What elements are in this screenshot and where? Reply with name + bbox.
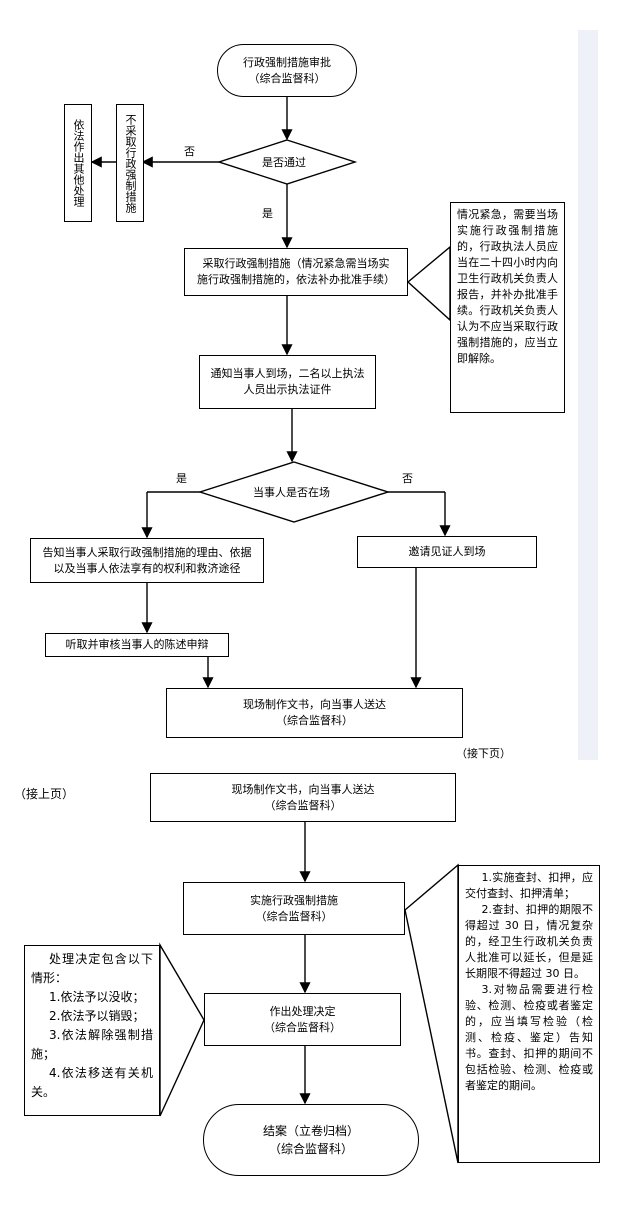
implement-note-1: 1.实施查封、扣押，应交付查封、扣押清单； (465, 871, 593, 900)
start-approval-box: 行政强制措施审批 （综合监督科） (217, 44, 357, 97)
start-line-2: （综合监督科） (248, 71, 326, 85)
take-line-2: 施行政强制措施的，依法补办批准手续） (197, 273, 395, 286)
yes-label-1: 是 (262, 207, 273, 220)
yes-label-2: 是 (176, 472, 187, 485)
make-decision-box: 作出处理决定 （综合监督科） (204, 993, 401, 1046)
decision-notes: 处理决定包含以下情形： 1.依法予以没收； 2.依法予以销毁； 3.依法解除强制… (24, 945, 160, 1116)
decision-notes-title: 处理决定包含以下情形： (31, 952, 153, 985)
no-label-1: 否 (184, 145, 195, 158)
implement-line-1: 实施行政强制措施 (250, 893, 338, 907)
decide-line-1: 作出处理决定 (269, 1004, 336, 1018)
decision-note-3: 3.依法解除强制措施； (31, 1028, 153, 1061)
from-previous-label: （接上页） (14, 787, 75, 801)
make-doc1-line-2: （综合监督科） (276, 714, 353, 727)
implement-line-2: （综合监督科） (255, 909, 333, 923)
make-document-box-1: 现场制作文书，向当事人送达 （综合监督科） (166, 688, 463, 738)
make-doc2-line-1: 现场制作文书，向当事人送达 (231, 782, 375, 796)
decision-note-2: 2.依法予以销毁； (49, 1009, 145, 1023)
take-line-1: 采取行政强制措施（情况紧急需当场实 (202, 257, 390, 270)
emergency-note: 情况紧急，需要当场实施行政强制措施的，行政执法人员应当在二十四小时内向卫生行政机… (450, 202, 565, 413)
inform-party-box: 告知当事人采取行政强制措施的理由、依据 以及当事人依法享有的权利和救济途径 (30, 538, 264, 583)
inform-line-2: 以及当事人依法享有的权利和救济途径 (53, 561, 241, 575)
hear-statement-box: 听取并审核当事人的陈述申辩 (45, 633, 229, 657)
make-doc1-line-1: 现场制作文书，向当事人送达 (243, 698, 386, 711)
notify-line-1: 通知当事人到场，二名以上执法 (210, 367, 365, 380)
make-doc2-line-2: （综合监督科） (264, 798, 342, 812)
inform-line-1: 告知当事人采取行政强制措施的理由、依据 (42, 545, 252, 559)
implement-measures-box: 实施行政强制措施 （综合监督科） (183, 882, 405, 935)
start-line-1: 行政强制措施审批 (243, 55, 331, 69)
implement-notes: 1.实施查封、扣押，应交付查封、扣押清单； 2.查封、扣押的期限不得超过 30 … (458, 865, 600, 1163)
notify-line-2: 人员出示执法证件 (243, 383, 332, 396)
end-case-box: 结案（立卷归档） （综合监督科） (203, 1104, 419, 1176)
continued-label: （接下页） (456, 747, 511, 760)
decision2-label: 当事人是否在场 (253, 486, 330, 499)
no-label-2: 否 (402, 472, 413, 485)
decision-note-4: 4.依法移送有关机关。 (31, 1066, 153, 1099)
page-margin-band (578, 30, 598, 760)
other-handling-box: 依法作出其他处理 (64, 104, 92, 222)
make-document-box-2: 现场制作文书，向当事人送达 （综合监督科） (150, 773, 456, 822)
not-take-measures-box: 不采取行政强制措施 (116, 104, 144, 222)
invite-witness-box: 邀请见证人到场 (357, 536, 537, 568)
end-line-2: （综合监督科） (268, 1142, 353, 1156)
decision1-label: 是否通过 (262, 156, 306, 169)
implement-note-2: 2.查封、扣押的期限不得超过 30 日，情况复杂的，经卫生行政机关负责人批准可以… (465, 903, 593, 980)
take-measures-box: 采取行政强制措施（情况紧急需当场实 施行政强制措施的，依法补办批准手续） (184, 248, 408, 296)
decide-line-2: （综合监督科） (264, 1020, 341, 1034)
decision-note-1: 1.依法予以没收； (49, 990, 145, 1004)
notify-party-box: 通知当事人到场，二名以上执法 人员出示执法证件 (199, 355, 376, 409)
implement-note-3: 3.对物品需要进行检验、检测、检疫或者鉴定的，应当填写检验（检测、检疫、鉴定）告… (465, 983, 593, 1092)
end-line-1: 结案（立卷归档） (262, 1124, 359, 1138)
